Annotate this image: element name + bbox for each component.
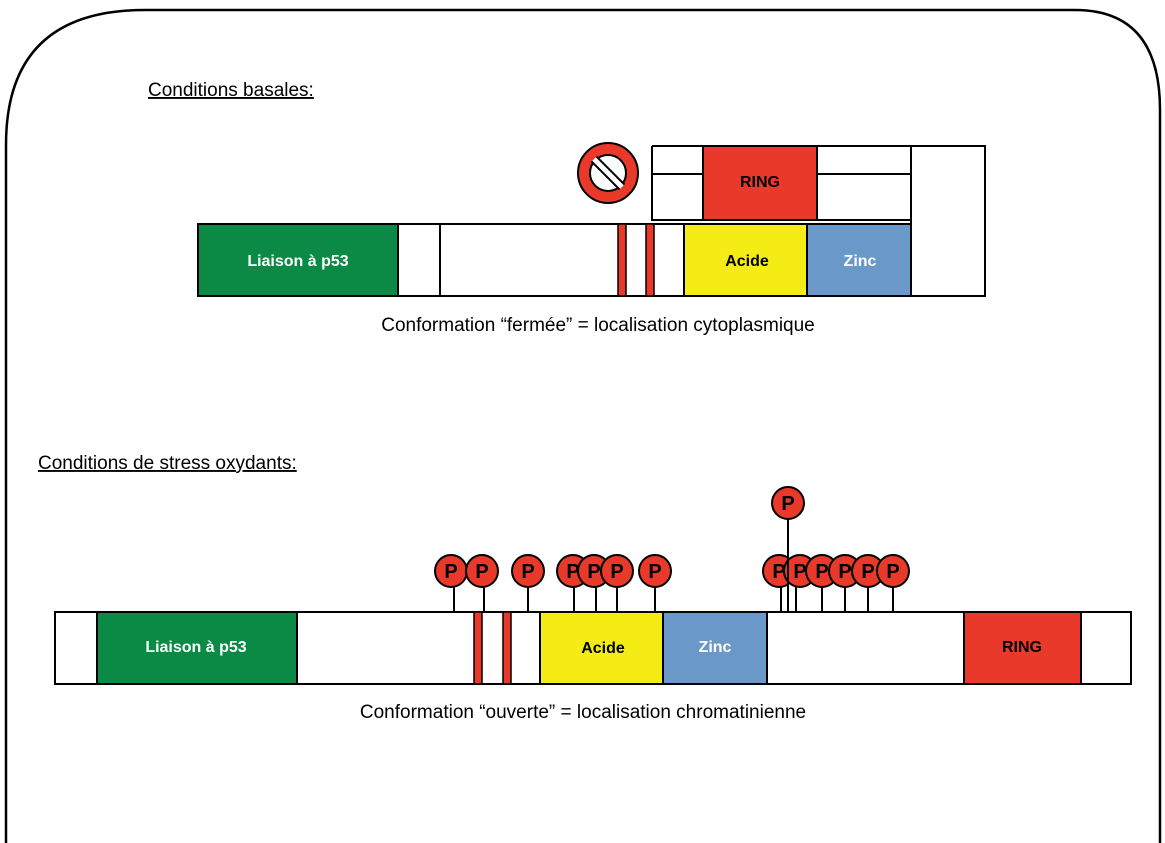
phosphorylation-pin-icon: P (465, 554, 499, 612)
phosphorylation-pin-icon: P (600, 554, 634, 612)
basal-ring-label: RING (740, 174, 780, 191)
phosphorylation-label: P (772, 561, 785, 583)
phosphorylation-label: P (610, 561, 623, 583)
panel-frame (4, 8, 1162, 843)
phosphorylation-label: P (521, 561, 534, 583)
phosphorylation-label: P (475, 561, 488, 583)
stress-ring-domain (963, 611, 1082, 685)
phosphorylation-pin-icon: P (851, 554, 885, 612)
stress-heading: Conditions de stress oxydants: (38, 453, 297, 474)
phosphorylation-label: P (886, 561, 899, 583)
basal-zinc-domain (806, 223, 912, 297)
basal-zinc-label: Zinc (844, 253, 877, 270)
basal-red-marker (645, 223, 655, 297)
basal-acid-label: Acide (725, 253, 769, 270)
phosphorylation-label: P (566, 561, 579, 583)
basal-p53-domain (197, 223, 399, 297)
phosphorylation-label: P (861, 561, 874, 583)
stress-red-marker (473, 611, 483, 685)
phosphorylation-pin-icon: P (511, 554, 545, 612)
basal-heading: Conditions basales: (148, 80, 314, 101)
phosphorylation-pin-icon: P (638, 554, 672, 612)
phosphorylation-label: P (781, 493, 794, 515)
stress-p53-label: Liaison à p53 (145, 639, 246, 656)
phosphorylation-label: P (815, 561, 828, 583)
phosphorylation-label: P (648, 561, 661, 583)
basal-folded-segment (651, 145, 986, 297)
phosphorylation-label: P (793, 561, 806, 583)
phosphorylation-pin-icon: P (771, 486, 805, 612)
stress-ring-label: RING (1002, 639, 1042, 656)
phosphorylation-pin-icon: P (876, 554, 910, 612)
stress-protein-bar (54, 611, 1132, 685)
prohibition-icon (577, 142, 639, 204)
basal-acid-domain (683, 223, 808, 297)
basal-red-marker (617, 223, 627, 297)
stress-acid-label: Acide (581, 640, 625, 657)
stress-caption: Conformation “ouverte” = localisation ch… (360, 702, 806, 723)
basal-p53-label: Liaison à p53 (247, 253, 348, 270)
basal-ring-domain (702, 145, 818, 221)
basal-caption: Conformation “fermée” = localisation cyt… (381, 315, 815, 336)
phosphorylation-label: P (587, 561, 600, 583)
stress-zinc-domain (662, 611, 768, 685)
phosphorylation-pin-icon: P (434, 554, 468, 612)
stress-acid-domain (539, 611, 664, 685)
phosphorylation-label: P (838, 561, 851, 583)
basal-protein-bar (197, 223, 912, 297)
phosphorylation-label: P (444, 561, 457, 583)
stress-p53-domain (96, 611, 298, 685)
stress-red-marker (502, 611, 512, 685)
stress-zinc-label: Zinc (699, 639, 732, 656)
